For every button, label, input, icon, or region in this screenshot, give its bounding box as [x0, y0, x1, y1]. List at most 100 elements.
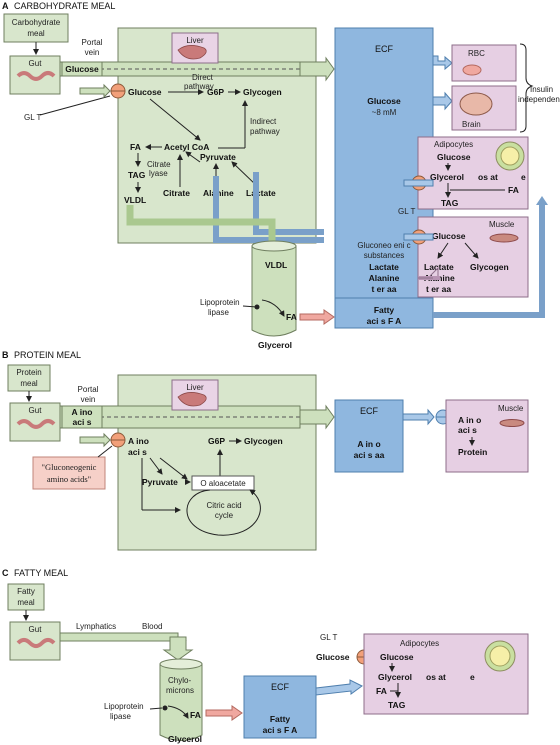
liver-aa-2: aci s	[128, 447, 147, 457]
chylo-1: Chylo-	[168, 676, 191, 685]
insulin-indep-1: Insulin	[530, 85, 553, 94]
oaa-box	[191, 475, 255, 491]
citrate-lyase-1: Citrate	[147, 160, 171, 169]
muscle-glucose: Glucose	[432, 231, 466, 241]
glucose-input-label: Glucose	[65, 64, 99, 74]
ecf-b-label: ECF	[360, 406, 379, 416]
ecf-to-muscle-arrow	[403, 233, 434, 241]
glycogen-label: Glycogen	[243, 87, 282, 97]
glycogen-b: Glycogen	[244, 436, 283, 446]
muscle-glucose-glycogen-arrow	[464, 242, 479, 259]
glucoaa-2: amino acids"	[47, 474, 91, 484]
glucoaa-box	[32, 456, 106, 490]
pyruvate-to-acetylcoa-arrow	[185, 151, 201, 163]
ecf-to-lactate-pipe	[253, 172, 324, 235]
citrate-lyase-2: lyase	[149, 169, 168, 178]
adipo-os: os at	[478, 172, 498, 182]
gut-label: Gut	[29, 59, 43, 68]
lpl-c-2: lipase	[110, 712, 131, 721]
lactate-label: Lactate	[246, 188, 276, 198]
portal-b-to-ecf-arrow	[299, 404, 335, 430]
section-a-letter: A	[2, 1, 9, 11]
intestine-c-icon	[16, 638, 56, 648]
muscle-glycogen: Glycogen	[470, 262, 509, 272]
chylo-vessel-top	[159, 658, 203, 670]
section-c: C FATTY MEAL Fatty meal Gut Lymphatics B…	[2, 568, 529, 744]
ecf-c-fatty-2: aci s F A	[263, 725, 298, 735]
portal-vein-label-2: vein	[85, 48, 100, 57]
muscle-glucose-lactate-arrow	[437, 242, 449, 259]
ecf-label: ECF	[375, 44, 394, 54]
protein-meal-2: meal	[20, 379, 38, 388]
cycle-2: cycle	[215, 511, 234, 520]
adipo-c-os: os at	[426, 672, 446, 682]
fa-label: FA	[130, 142, 141, 152]
ecf-fa-to-adipo-pipe	[433, 203, 545, 318]
insulin-bracket	[519, 43, 534, 133]
ecf-c-label: ECF	[271, 682, 290, 692]
insulin-indep-2: independent	[518, 95, 560, 104]
chylo-2: microns	[166, 686, 194, 695]
gut-c-label: Gut	[29, 625, 43, 634]
rbc-icon	[462, 64, 482, 76]
glucoaa-1: "Gluconeogenic	[42, 462, 97, 472]
blood-pipe-arrow	[162, 636, 194, 661]
pyruvate-b: Pyruvate	[142, 477, 178, 487]
liver-icon	[177, 45, 207, 60]
muscle-to-ecf-arrowhead	[418, 266, 439, 279]
ecf-b-box	[334, 399, 404, 473]
liver-b-icon	[177, 392, 207, 407]
ecf-fatty-1: Fatty	[374, 305, 395, 315]
adipocytes-c-label: Adipocytes	[400, 639, 439, 648]
gut-b-to-liver-arrow	[79, 432, 111, 448]
gluconeo-3: Lactate	[369, 262, 399, 272]
ecf-to-brain-arrow	[432, 91, 453, 111]
adipo-c-e: e	[470, 672, 475, 682]
glut-pointer	[39, 95, 111, 116]
citrate-label: Citrate	[163, 188, 190, 198]
lpl-label-1: Lipoprotein	[200, 298, 240, 307]
adipo-tag: TAG	[441, 198, 459, 208]
liver-b-label: Liver	[186, 383, 204, 392]
aa-input-box	[61, 405, 103, 429]
vldl-export-pipe	[126, 205, 276, 248]
portal-vein-label-1: Portal	[82, 38, 103, 47]
glycerol-c-label: Glycerol	[168, 734, 202, 744]
aa-input-2: aci s	[73, 417, 92, 427]
lpl-c-pointer	[149, 707, 163, 710]
ecf-fa-to-adipo-head	[536, 196, 548, 205]
intestine-icon	[16, 71, 56, 81]
portal-to-ecf-arrow	[299, 56, 335, 82]
vldl-fa-arrow	[261, 299, 285, 317]
portal-b-1: Portal	[78, 385, 99, 394]
gluconeo-1: Gluconeo eni c	[357, 241, 410, 250]
glut-label: GL T	[24, 113, 41, 122]
aa-input-1: A ino	[72, 407, 93, 417]
adipo-c-glycerol: Glycerol	[378, 672, 412, 682]
ecf-c-box	[243, 675, 317, 739]
direct-pathway-2: pathway	[184, 82, 214, 91]
muscle-b-aa-2: aci s	[458, 425, 477, 435]
ecf-glucose: Glucose	[367, 96, 401, 106]
fatty-meal-2: meal	[17, 598, 35, 607]
ecf-glucose-conc: ~8 mM	[372, 108, 397, 117]
ecf-b-aa-1: A in o	[357, 439, 380, 449]
muscle-b-aa-1: A in o	[458, 415, 481, 425]
lpl-pointer	[242, 305, 257, 308]
vldl-label: VLDL	[124, 195, 146, 205]
carb-meal-label-2: meal	[27, 29, 45, 38]
intestine-b-icon	[16, 419, 56, 429]
adipo-glucose: Glucose	[437, 152, 471, 162]
chylo-fa-arrow	[167, 705, 189, 719]
indirect-pathway-2: pathway	[250, 127, 280, 136]
brain-label: Brain	[462, 120, 481, 129]
lpl-dot-icon	[254, 304, 260, 310]
fatty-meal-1: Fatty	[17, 587, 35, 596]
ecf-to-alanine-pipe	[213, 176, 324, 243]
section-b-title: PROTEIN MEAL	[14, 350, 81, 360]
g6p-label: G6P	[207, 87, 224, 97]
vldl-vessel-top	[251, 240, 297, 252]
fa2-label: FA	[286, 312, 297, 322]
adipo-fa: FA	[508, 185, 519, 195]
